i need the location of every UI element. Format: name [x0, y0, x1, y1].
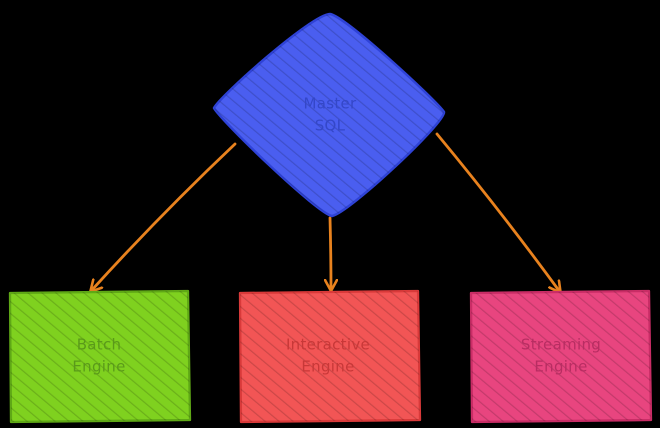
- node-interactive-engine: Interactive Engine: [238, 289, 422, 424]
- node-batch-engine: Batch Engine: [8, 289, 192, 424]
- streaming-box-hatch: [471, 291, 651, 422]
- interactive-label-line1: Interactive: [286, 336, 370, 354]
- edge-master-to-interactive: [330, 216, 331, 290]
- batch-box-hatch: [10, 291, 190, 422]
- interactive-label-line2: Engine: [301, 358, 354, 376]
- edge-master-to-streaming: [435, 132, 560, 292]
- master-diamond-hatch: [214, 14, 445, 216]
- interactive-box-hatch: [240, 291, 420, 422]
- edges: [91, 132, 560, 292]
- streaming-label-line2: Engine: [534, 358, 587, 376]
- node-streaming-engine: Streaming Engine: [469, 289, 653, 424]
- streaming-label-line1: Streaming: [521, 336, 601, 354]
- batch-label-line2: Engine: [72, 358, 125, 376]
- master-label-line2: SQL: [315, 117, 346, 135]
- node-master-sql: Master SQL: [212, 12, 446, 218]
- batch-label-line1: Batch: [77, 336, 122, 354]
- edge-master-to-batch: [91, 142, 237, 291]
- master-label-line1: Master: [303, 95, 357, 113]
